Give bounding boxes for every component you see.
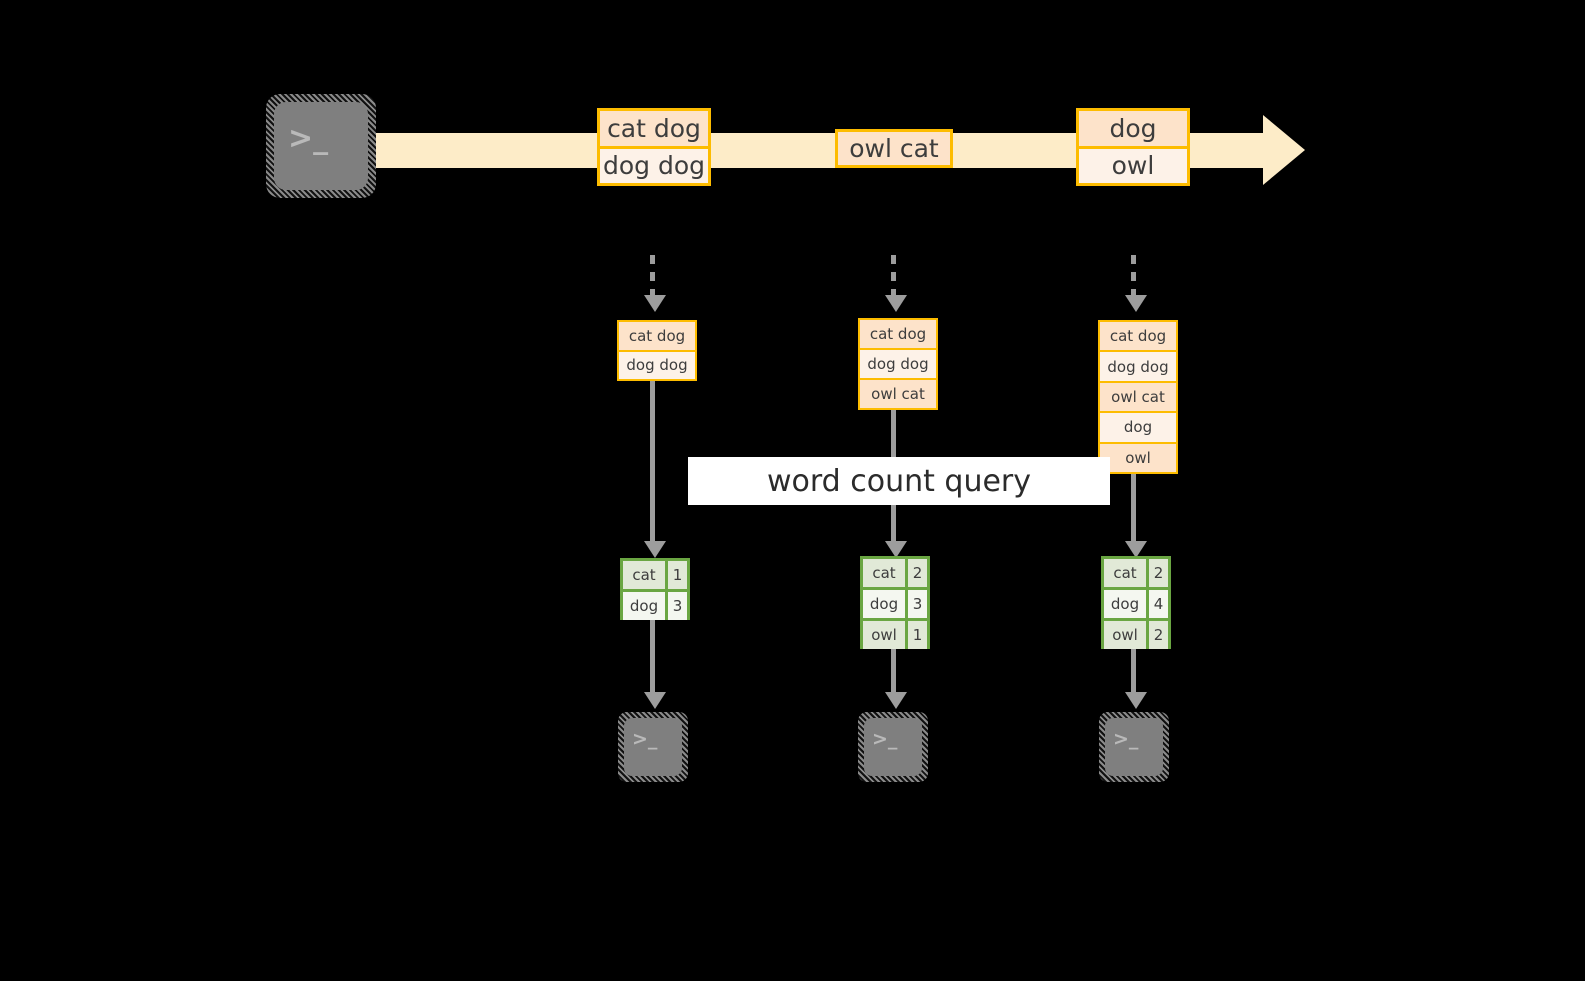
- terminal-prompt-glyph: >_: [872, 728, 898, 750]
- snapshot-trigger-head-1: [644, 295, 666, 312]
- result-3-word-3: owl: [1104, 621, 1149, 649]
- sink-terminal-icon-1[interactable]: >_: [618, 712, 688, 782]
- snapshot-trigger-line-2: [891, 255, 896, 295]
- result-3-count-1: 2: [1149, 559, 1168, 587]
- query-head-3: [1125, 541, 1147, 558]
- terminal-prompt-glyph: >_: [632, 728, 658, 750]
- snapshot-3-line-3: owl cat: [1100, 380, 1176, 412]
- snapshot-trigger-head-2: [885, 295, 907, 312]
- table-row: dog 3: [863, 587, 927, 618]
- terminal-face: [864, 718, 922, 776]
- table-row: cat 2: [1104, 559, 1168, 587]
- result-2-count-2: 3: [908, 590, 927, 618]
- snapshot-2-line-2: dog dog: [860, 348, 936, 378]
- stream-arrow-head: [1263, 115, 1305, 185]
- result-3-count-3: 2: [1149, 621, 1168, 649]
- snapshot-3-line-4: dog: [1100, 411, 1176, 442]
- table-row: owl 1: [863, 618, 927, 649]
- table-row: cat 1: [623, 561, 687, 589]
- stream-record-3-line-1: dog: [1079, 111, 1187, 146]
- sink-line-2: [891, 649, 896, 692]
- terminal-face: [274, 102, 368, 190]
- terminal-prompt-glyph: >_: [288, 121, 329, 156]
- result-2-word-2: dog: [863, 590, 908, 618]
- snapshot-trigger-head-3: [1125, 295, 1147, 312]
- result-1-word-2: dog: [623, 592, 668, 620]
- stream-record-1-line-2: dog dog: [600, 145, 708, 183]
- result-2-count-3: 1: [908, 621, 927, 649]
- table-row: dog 3: [623, 589, 687, 620]
- result-3-count-2: 4: [1149, 590, 1168, 618]
- stream-record-3[interactable]: dog owl: [1076, 108, 1190, 186]
- terminal-face: [1105, 718, 1163, 776]
- query-line-1: [650, 381, 655, 541]
- snapshot-2-line-1: cat dog: [860, 320, 936, 348]
- sink-line-1: [650, 620, 655, 692]
- sink-head-2: [885, 692, 907, 709]
- snapshot-stack-3[interactable]: cat dog dog dog owl cat dog owl: [1098, 320, 1178, 474]
- snapshot-trigger-line-1: [650, 255, 655, 295]
- result-2-word-3: owl: [863, 621, 908, 649]
- stream-record-1[interactable]: cat dog dog dog: [597, 108, 711, 186]
- terminal-face: [624, 718, 682, 776]
- snapshot-2-line-3: owl cat: [860, 378, 936, 408]
- stream-record-2-line-1: owl cat: [838, 132, 950, 165]
- result-table-1[interactable]: cat 1 dog 3: [620, 558, 690, 620]
- snapshot-stack-2[interactable]: cat dog dog dog owl cat: [858, 318, 938, 410]
- result-2-count-1: 2: [908, 559, 927, 587]
- snapshot-3-line-5: owl: [1100, 441, 1176, 473]
- source-terminal-icon[interactable]: >_: [266, 94, 376, 198]
- terminal-prompt-glyph: >_: [1113, 728, 1139, 750]
- sink-terminal-icon-2[interactable]: >_: [858, 712, 928, 782]
- sink-head-3: [1125, 692, 1147, 709]
- sink-terminal-icon-3[interactable]: >_: [1099, 712, 1169, 782]
- stream-record-2[interactable]: owl cat: [835, 129, 953, 168]
- result-3-word-2: dog: [1104, 590, 1149, 618]
- result-3-word-1: cat: [1104, 559, 1149, 587]
- sink-line-3: [1131, 649, 1136, 692]
- result-1-count-1: 1: [668, 561, 687, 589]
- query-head-2: [885, 541, 907, 558]
- query-line-3: [1131, 474, 1136, 541]
- result-table-3[interactable]: cat 2 dog 4 owl 2: [1101, 556, 1171, 649]
- table-row: dog 4: [1104, 587, 1168, 618]
- result-1-count-2: 3: [668, 592, 687, 620]
- query-label-band: word count query: [688, 457, 1110, 505]
- snapshot-1-line-2: dog dog: [619, 349, 695, 379]
- result-1-word-1: cat: [623, 561, 668, 589]
- snapshot-3-line-2: dog dog: [1100, 350, 1176, 381]
- snapshot-stack-1[interactable]: cat dog dog dog: [617, 320, 697, 381]
- result-2-word-1: cat: [863, 559, 908, 587]
- stream-record-1-line-1: cat dog: [600, 111, 708, 146]
- snapshot-trigger-line-3: [1131, 255, 1136, 295]
- sink-head-1: [644, 692, 666, 709]
- result-table-2[interactable]: cat 2 dog 3 owl 1: [860, 556, 930, 649]
- stream-record-3-line-2: owl: [1079, 145, 1187, 183]
- snapshot-3-line-1: cat dog: [1100, 322, 1176, 351]
- query-label-text: word count query: [766, 463, 1032, 499]
- table-row: cat 2: [863, 559, 927, 587]
- query-head-1: [644, 541, 666, 558]
- snapshot-1-line-1: cat dog: [619, 322, 695, 350]
- table-row: owl 2: [1104, 618, 1168, 649]
